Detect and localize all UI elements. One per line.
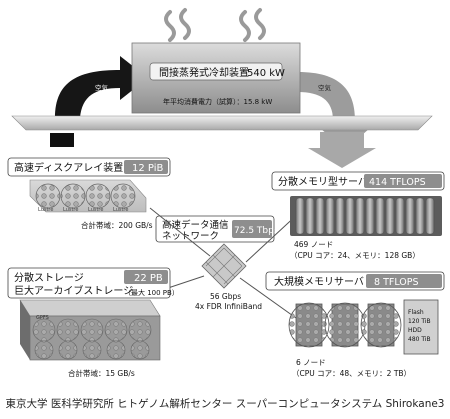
dist-storage-capacity: 22 PB <box>134 273 163 284</box>
disk-array-bandwidth: 合計帯域：200 GB/s <box>81 220 153 230</box>
large-memory-nodes: 6 ノード <box>296 358 326 367</box>
dist-memory-label: 分散メモリ型サーバ <box>278 175 368 188</box>
network-link-type: 4x FDR InfiniBand <box>195 302 262 311</box>
svg-text:Lustre: Lustre <box>38 207 53 213</box>
network-speed: 72.5 Tbps <box>234 226 279 236</box>
cooling-annual-power: 年平均消費電力（試算）：15.8 kW <box>163 97 272 106</box>
disk-array-capacity: 12 PiB <box>132 163 163 174</box>
dist-memory-nodes: 469 ノード <box>294 240 333 249</box>
cooling-power: 540 kW <box>247 68 285 79</box>
svg-text:Lustre: Lustre <box>113 207 128 213</box>
disk-array-disks: Lustre Lustre Lustre Lustre <box>35 183 136 213</box>
steam-icon <box>164 8 266 42</box>
network-label-line1: 高速データ通信 <box>162 219 229 231</box>
dist-memory-spec: （CPU コア：24、メモリ：128 GB） <box>290 251 420 260</box>
disk-array-label: 高速ディスクアレイ装置 <box>14 161 123 174</box>
dist-storage-label-line1: 分散ストレージ <box>14 271 84 284</box>
network-label-line2: ネットワーク <box>162 231 219 242</box>
air-label-left: 空気 <box>95 83 109 92</box>
dist-memory-blades <box>290 196 442 236</box>
machine-room-bar <box>11 115 433 131</box>
dist-storage-max: （最大 100 PB） <box>124 288 179 297</box>
dist-memory-perf: 414 TFLOPS <box>369 177 426 188</box>
flash-line-3: HDD <box>408 327 422 334</box>
network-link-speed: 56 Gbps <box>210 292 241 301</box>
svg-text:Lustre: Lustre <box>63 207 78 213</box>
large-memory-units: Flash 120 TiB HDD 480 TiB <box>288 299 439 355</box>
large-memory-label: 大規模メモリサーバ <box>274 275 364 288</box>
flash-line-1: Flash <box>408 309 424 316</box>
air-label-right: 空気 <box>318 83 332 92</box>
flash-line-2: 120 TiB <box>408 318 431 325</box>
airflow-left-arrow <box>55 56 148 118</box>
dist-storage-label-line2: 巨大アーカイブストレージ <box>14 284 133 297</box>
airflow-right-arrow <box>298 72 370 150</box>
air-intake-block <box>50 133 74 147</box>
figure-caption: 東京大学 医科学研究所 ヒトゲノム解析センター スーパーコンピュータシステム S… <box>5 398 445 410</box>
svg-text:GPFS: GPFS <box>36 315 49 321</box>
dist-storage-bandwidth: 合計帯域：15 GB/s <box>68 368 135 378</box>
down-arrow <box>308 132 376 168</box>
network-switch-icon <box>201 243 247 289</box>
cooling-label: 間接蒸発式冷却装置 <box>159 66 249 79</box>
flash-line-4: 480 TiB <box>408 336 431 343</box>
svg-text:Lustre: Lustre <box>88 207 103 213</box>
large-memory-perf: 8 TFLOPS <box>374 277 419 288</box>
large-memory-spec: （CPU コア：48、メモリ：2 TB） <box>292 369 411 378</box>
dist-storage-cabinet: GPFS <box>19 299 161 361</box>
